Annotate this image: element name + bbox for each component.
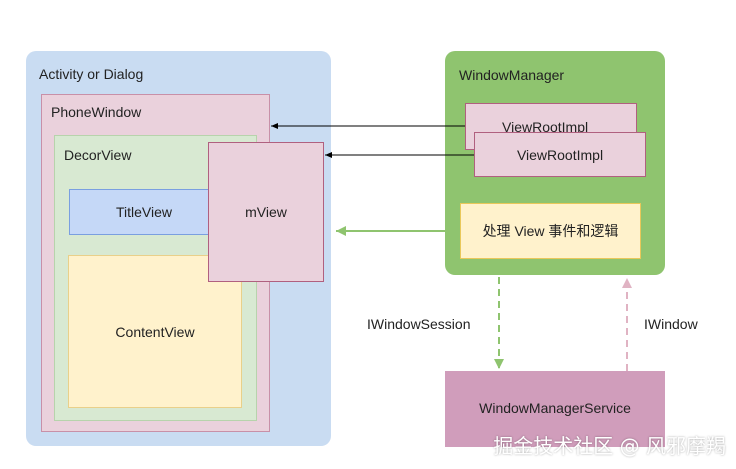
decor-view-label: DecorView xyxy=(64,147,132,163)
m-view-label: mView xyxy=(245,204,287,220)
view-event-handler-box: 处理 View 事件和逻辑 xyxy=(460,203,641,259)
view-root-impl-label-1: ViewRootImpl xyxy=(502,119,589,135)
watermark-text: 掘金技术社区 @ 风邪摩羯 xyxy=(493,434,726,458)
title-view-label: TitleView xyxy=(115,204,173,220)
m-view-box: mView xyxy=(208,142,324,282)
view-event-handler-label: 处理 View 事件和逻辑 xyxy=(482,223,619,239)
iwindowsession-label: IWindowSession xyxy=(367,316,471,332)
window-manager-service-box: WindowManagerService xyxy=(445,371,665,447)
title-view-box: TitleView xyxy=(69,189,219,235)
iwindow-label: IWindow xyxy=(644,316,698,332)
window-manager-label: WindowManager xyxy=(459,67,565,83)
content-view-label: ContentView xyxy=(115,323,195,340)
view-root-impl-label-2: ViewRootImpl xyxy=(516,146,604,163)
window-manager-service-label: WindowManagerService xyxy=(479,400,631,416)
activity-label: Activity or Dialog xyxy=(39,66,144,82)
phone-window-label: PhoneWindow xyxy=(51,104,142,120)
view-root-impl-box-2: ViewRootImpl xyxy=(474,132,646,177)
